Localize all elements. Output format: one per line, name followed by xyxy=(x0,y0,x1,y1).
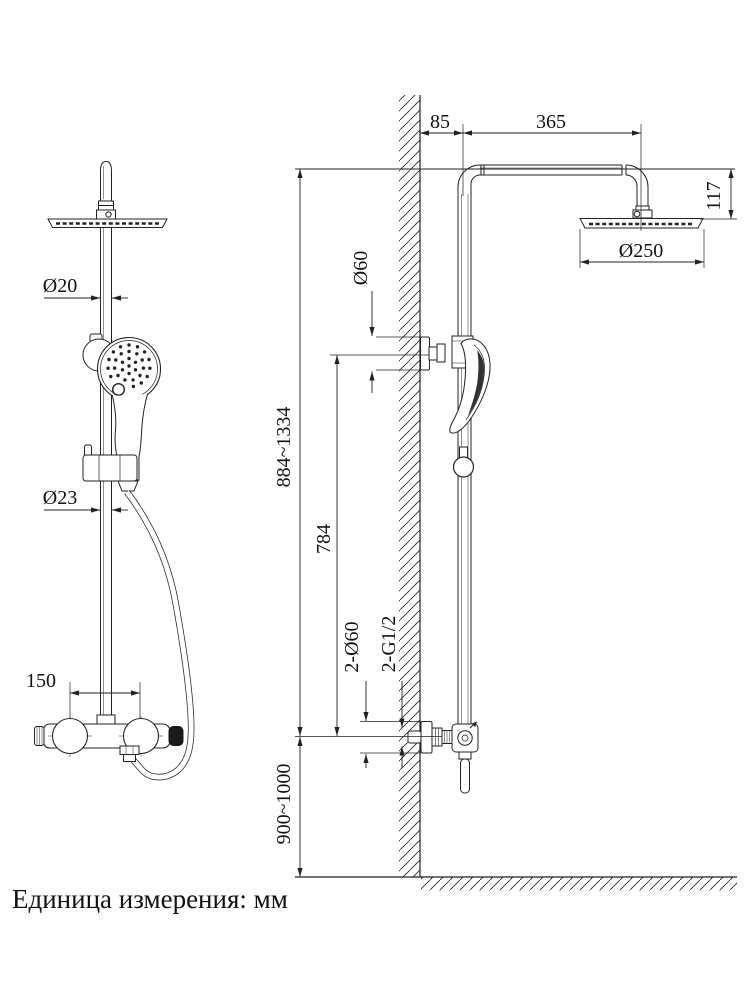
dim-threads: 2-G1/2 xyxy=(378,616,400,673)
dimension-labels: 85 365 117 Ø250 Ø60 884~1334 784 2-Ø60 2… xyxy=(26,111,725,844)
unit-note: Единица измерения: мм xyxy=(12,884,288,914)
front-view xyxy=(34,160,195,781)
mixer-front xyxy=(34,714,184,762)
dim-lower-pipe-diameter: Ø23 xyxy=(43,487,77,509)
dim-head-diameter: Ø250 xyxy=(619,240,663,262)
floor-section xyxy=(295,876,737,891)
dimension-lines xyxy=(297,130,734,877)
arm-end-front xyxy=(96,160,116,220)
shower-arm xyxy=(457,164,649,206)
dim-arm-offset: 85 xyxy=(430,111,450,133)
dim-valve-centers: 150 xyxy=(26,670,56,692)
dim-rail-height-range: 884~1334 xyxy=(273,407,295,488)
front-dimension-lines xyxy=(44,295,140,696)
dim-bracket-to-valve: 784 xyxy=(313,524,335,554)
slider-holder xyxy=(82,444,139,492)
shower-hose xyxy=(124,490,195,781)
nozzle-dots xyxy=(106,343,152,389)
dim-head-drop: 117 xyxy=(703,181,725,210)
dim-escutcheons: 2-Ø60 xyxy=(341,621,363,672)
dim-upper-pipe-diameter: Ø20 xyxy=(43,275,77,297)
hand-shower-side xyxy=(449,338,491,478)
dim-upper-flange-diameter: Ø60 xyxy=(350,251,372,285)
hand-shower-front xyxy=(96,336,162,481)
dim-install-height-range: 900~1000 xyxy=(273,764,295,845)
mixer-valve-side xyxy=(407,721,479,794)
wall-section xyxy=(399,95,421,877)
rain-shower-head-front xyxy=(47,218,168,228)
side-view xyxy=(69,95,737,891)
rain-shower-head-side xyxy=(579,218,704,229)
dim-arm-length: 365 xyxy=(536,111,566,133)
